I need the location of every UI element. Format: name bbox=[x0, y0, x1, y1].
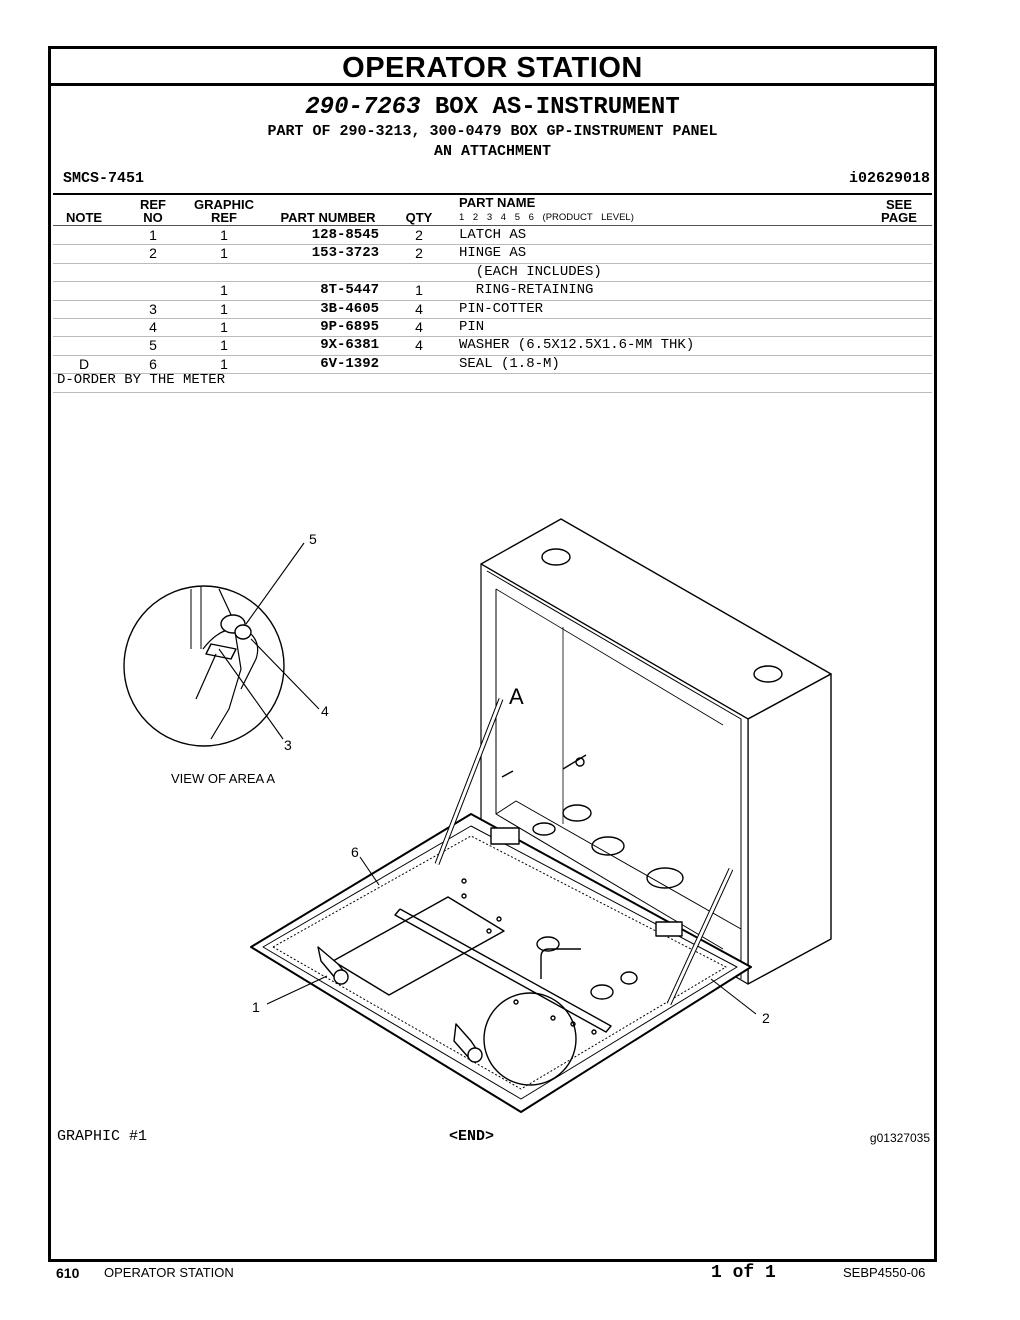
detail-view-area-a bbox=[123, 585, 285, 747]
row-part-name: WASHER (6.5X12.5X1.6-MM THK) bbox=[459, 337, 695, 354]
part-heading-number: 290-7263 bbox=[305, 94, 421, 121]
leader-lines bbox=[218, 542, 757, 1015]
row-rule bbox=[53, 244, 932, 246]
table-row: 2 1 153-3723 2 HINGE AS bbox=[51, 244, 934, 262]
col-gref-top: GRAPHIC bbox=[194, 197, 254, 212]
row-ref-no: 3 bbox=[149, 300, 157, 317]
row-part-number: 8T-5447 bbox=[320, 282, 379, 299]
table-top-rule bbox=[53, 193, 932, 195]
row-qty: 1 bbox=[415, 282, 423, 299]
table-row: 4 1 9P-6895 4 PIN bbox=[51, 318, 934, 336]
header-rule bbox=[53, 225, 932, 226]
row-part-name: LATCH AS bbox=[459, 227, 527, 243]
row-part-name: SEAL (1.8-M) bbox=[459, 355, 560, 372]
row-note: D bbox=[78, 355, 90, 372]
col-see-top: SEE bbox=[885, 197, 912, 212]
part-heading-title: BOX AS-INSTRUMENT bbox=[434, 94, 680, 121]
table-footnote: D-ORDER BY THE METER bbox=[57, 372, 226, 388]
row-graphic-ref: 1 bbox=[220, 227, 228, 243]
table-row: 1 8T-5447 1 RING-RETAINING bbox=[51, 281, 934, 299]
table-row: D 6 1 6V-1392 SEAL (1.8-M) bbox=[51, 355, 934, 373]
row-rule bbox=[53, 299, 932, 301]
callout-3: 3 bbox=[284, 737, 292, 753]
row-part-name: HINGE AS bbox=[459, 245, 527, 262]
row-ref-no: 5 bbox=[149, 337, 157, 354]
row-qty: 2 bbox=[415, 227, 423, 243]
end-marker: <END> bbox=[449, 1128, 495, 1145]
row-rule bbox=[53, 336, 932, 338]
row-graphic-ref: 1 bbox=[220, 337, 228, 354]
col-note: NOTE bbox=[65, 210, 103, 225]
section-title-bar: OPERATOR STATION bbox=[51, 49, 934, 86]
row-qty: 4 bbox=[415, 337, 423, 354]
page-frame: OPERATOR STATION 290-7263 BOX AS-INSTRUM… bbox=[48, 46, 937, 1262]
col-part-name: PART NAME bbox=[459, 195, 536, 210]
part-heading: 290-7263 BOX AS-INSTRUMENT bbox=[51, 94, 934, 121]
col-see-bottom: PAGE bbox=[881, 210, 917, 225]
attachment-line: AN ATTACHMENT bbox=[433, 143, 552, 160]
row-part-number: 9P-6895 bbox=[320, 319, 379, 335]
row-rule bbox=[53, 373, 932, 375]
col-gref-bottom: REF bbox=[211, 210, 237, 225]
row-rule bbox=[53, 281, 932, 283]
latches bbox=[317, 946, 483, 1063]
detail-caption: VIEW OF AREA A bbox=[171, 771, 275, 786]
col-product-levels: 1 2 3 4 5 6 (PRODUCT LEVEL) bbox=[459, 212, 634, 223]
callout-1: 1 bbox=[252, 999, 260, 1015]
row-qty: 2 bbox=[415, 245, 423, 262]
row-rule bbox=[53, 262, 932, 264]
col-qty: QTY bbox=[405, 210, 433, 225]
row-graphic-ref: 1 bbox=[220, 300, 228, 317]
row-ref-no: 1 bbox=[149, 227, 157, 243]
row-graphic-ref: 1 bbox=[220, 319, 228, 335]
instrument-box-illustration: 5 4 3 6 1 2 A VIEW OF AREA A bbox=[123, 518, 832, 1113]
row-qty: 4 bbox=[415, 300, 423, 317]
callout-4: 4 bbox=[321, 703, 329, 719]
table-row: 3 1 3B-4605 4 PIN-COTTER bbox=[51, 300, 934, 318]
section-title: OPERATOR STATION bbox=[342, 52, 643, 84]
row-part-number: 128-8545 bbox=[311, 227, 379, 243]
smcs-code: SMCS-7451 bbox=[63, 170, 145, 187]
part-of-line: PART OF 290-3213, 300-0479 BOX GP-INSTRU… bbox=[267, 123, 718, 140]
row-qty: 4 bbox=[415, 319, 423, 335]
graphic-label: GRAPHIC #1 bbox=[57, 1128, 148, 1145]
table-row: 1 1 128-8545 2 LATCH AS bbox=[51, 226, 934, 244]
illustration-ident: i02629018 bbox=[848, 170, 930, 187]
row-part-name: RING-RETAINING bbox=[459, 282, 594, 299]
row-graphic-ref: 1 bbox=[220, 282, 228, 299]
row-part-name: PIN bbox=[459, 319, 485, 335]
callout-5: 5 bbox=[309, 531, 317, 547]
row-graphic-ref: 1 bbox=[220, 355, 228, 372]
callout-2: 2 bbox=[762, 1010, 770, 1026]
row-ref-no: 2 bbox=[149, 245, 157, 262]
row-part-number: 153-3723 bbox=[311, 245, 379, 262]
col-ref-bottom: NO bbox=[143, 210, 163, 225]
box-body bbox=[480, 518, 832, 985]
support-arms bbox=[434, 698, 734, 1006]
row-graphic-ref: 1 bbox=[220, 245, 228, 262]
row-ref-no: 6 bbox=[149, 355, 157, 372]
row-part-name: (EACH INCLUDES) bbox=[459, 263, 602, 280]
footer-page-of: 1 of 1 bbox=[711, 1263, 776, 1283]
row-rule bbox=[53, 318, 932, 319]
footer-page-number: 610 bbox=[56, 1265, 80, 1281]
footnote-rule bbox=[53, 391, 932, 393]
lid-panel bbox=[250, 813, 752, 1113]
row-part-number: 9X-6381 bbox=[320, 337, 379, 354]
footer-doc-number: SEBP4550-06 bbox=[843, 1265, 926, 1280]
col-part-number: PART NUMBER bbox=[280, 210, 376, 225]
row-part-name: PIN-COTTER bbox=[459, 300, 544, 317]
area-label-a: A bbox=[509, 684, 524, 709]
table-row: (EACH INCLUDES) bbox=[51, 263, 934, 281]
footer-section: OPERATOR STATION bbox=[104, 1265, 234, 1280]
table-row: 5 1 9X-6381 4 WASHER (6.5X12.5X1.6-MM THK) bbox=[51, 336, 934, 354]
row-part-number: 6V-1392 bbox=[320, 355, 379, 372]
row-rule bbox=[53, 354, 932, 356]
row-part-number: 3B-4605 bbox=[320, 300, 379, 317]
callout-6: 6 bbox=[351, 844, 359, 860]
row-ref-no: 4 bbox=[149, 319, 157, 335]
col-ref-top: REF bbox=[140, 197, 166, 212]
graphic-id: g01327035 bbox=[869, 1131, 930, 1145]
